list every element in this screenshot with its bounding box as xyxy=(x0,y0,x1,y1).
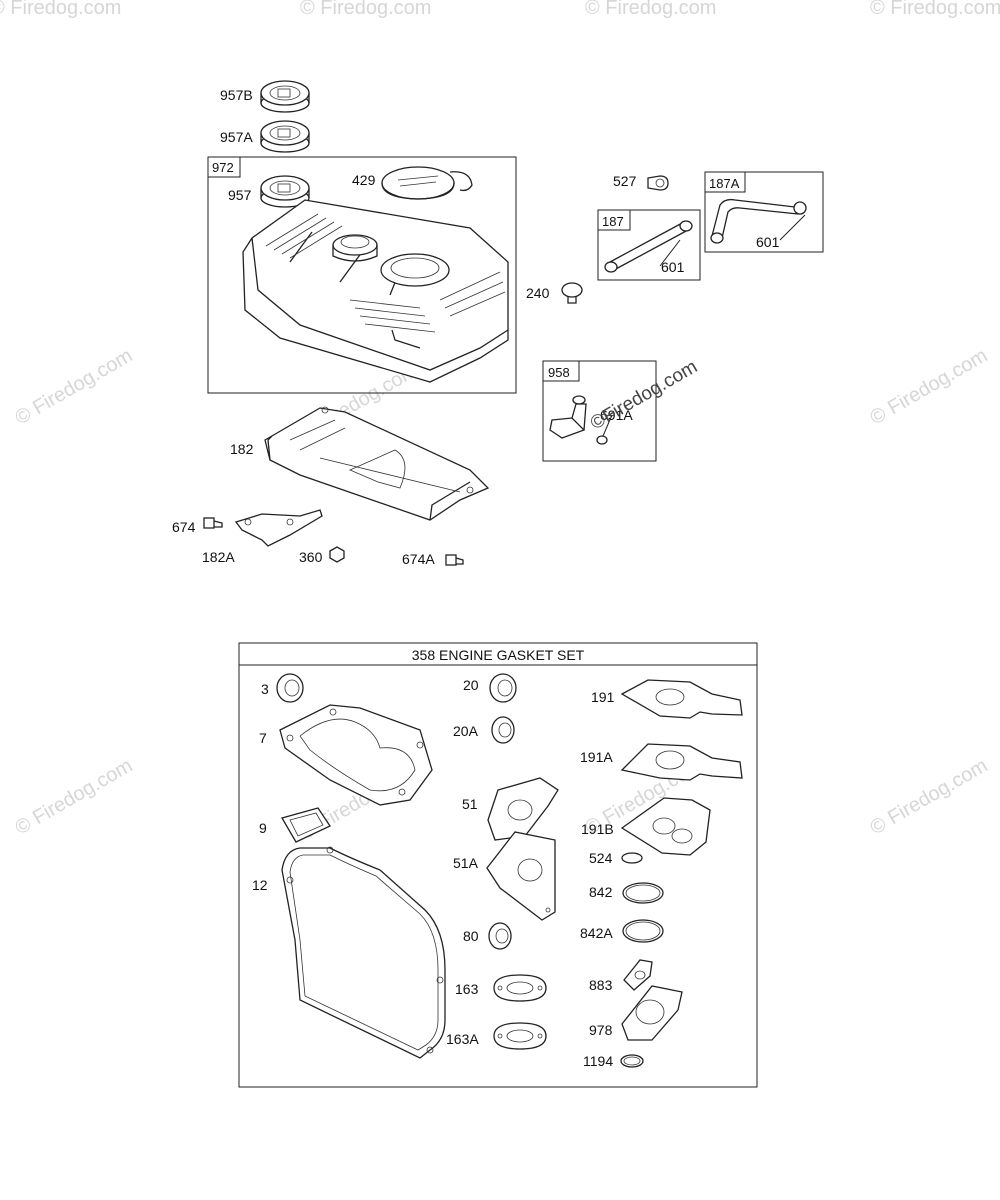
gasket-883 xyxy=(623,959,653,991)
label-191a: 191A xyxy=(580,749,613,765)
leader-601 xyxy=(779,214,806,241)
box-187a-label: 187A xyxy=(709,176,740,191)
label-182: 182 xyxy=(230,441,254,457)
watermark: © Firedog.com xyxy=(12,755,137,840)
label-51: 51 xyxy=(462,796,478,812)
crankcase-gasket-12 xyxy=(281,846,446,1059)
label-691a: 691A xyxy=(600,407,633,423)
label-883: 883 xyxy=(589,977,613,993)
label-674a: 674A xyxy=(402,551,435,567)
vent-240 xyxy=(561,282,583,304)
o-ring-1194 xyxy=(620,1054,644,1068)
bolt-674a xyxy=(445,554,464,566)
seal-20a xyxy=(491,716,515,744)
label-20: 20 xyxy=(463,677,479,693)
nut-360 xyxy=(329,546,345,563)
o-ring-524 xyxy=(621,852,643,864)
head-gasket-7 xyxy=(279,704,433,806)
gasket-51 xyxy=(487,777,559,841)
leader-691a xyxy=(602,414,613,437)
label-957b: 957B xyxy=(220,87,253,103)
label-957a: 957A xyxy=(220,129,253,145)
seal-3 xyxy=(276,673,304,703)
leader-601 xyxy=(659,239,681,267)
label-842a: 842A xyxy=(580,925,613,941)
fuel-cap-957b xyxy=(260,80,310,113)
label-601: 601 xyxy=(661,259,685,275)
box-958: 958 xyxy=(542,360,657,462)
watermark: © Firedog.com xyxy=(300,0,431,19)
o-ring-842 xyxy=(622,882,664,904)
tank-cap-429 xyxy=(381,166,473,200)
box-187a: 187A xyxy=(704,171,824,253)
label-191: 191 xyxy=(591,689,615,705)
watermark: © Firedog.com xyxy=(867,755,992,840)
fuel-line-187 xyxy=(604,220,693,273)
gasket-191 xyxy=(620,679,743,719)
bracket-182a xyxy=(234,509,323,547)
label-80: 80 xyxy=(463,928,479,944)
label-191b: 191B xyxy=(581,821,614,837)
label-842: 842 xyxy=(589,884,613,900)
label-20a: 20A xyxy=(453,723,479,739)
watermark: © Firedog.com xyxy=(585,0,716,19)
label-524: 524 xyxy=(589,850,613,866)
gasket-set-title: 358 ENGINE GASKET SET xyxy=(412,647,585,663)
box-187: 187 xyxy=(597,209,701,281)
fuel-tank xyxy=(242,199,509,383)
gasket-51a xyxy=(486,831,556,921)
bolt-674 xyxy=(203,517,223,529)
box-187-label: 187 xyxy=(602,214,624,229)
gasket-978 xyxy=(621,985,683,1041)
label-182a: 182A xyxy=(202,549,235,565)
label-978: 978 xyxy=(589,1022,613,1038)
fuel-cap-957 xyxy=(260,175,310,208)
box-972: 972 xyxy=(207,156,517,394)
gasket-191b xyxy=(620,797,711,856)
gasket-163a xyxy=(493,1022,547,1050)
seal-80 xyxy=(488,922,512,950)
o-ring-842a xyxy=(622,919,664,943)
label-163: 163 xyxy=(455,981,479,997)
label-240: 240 xyxy=(526,285,550,301)
box-958-label: 958 xyxy=(548,365,570,380)
watermark: © Firedog.com xyxy=(867,345,992,430)
label-3: 3 xyxy=(261,681,269,697)
seal-20 xyxy=(489,673,517,703)
tank-bracket-182 xyxy=(264,406,490,521)
box-972-label: 972 xyxy=(212,160,234,175)
shutoff-valve-958 xyxy=(549,395,608,445)
label-527: 527 xyxy=(613,173,637,189)
label-12: 12 xyxy=(252,877,268,893)
gasket-163 xyxy=(493,974,547,1002)
fuel-cap-957a xyxy=(260,120,310,153)
watermark-overlay: ©Firedog.com xyxy=(587,356,701,434)
label-163a: 163A xyxy=(446,1031,479,1047)
gasket-9 xyxy=(281,807,331,843)
label-360: 360 xyxy=(299,549,323,565)
watermark: © Firedog.com xyxy=(870,0,1000,19)
fuel-line-187a xyxy=(710,198,807,244)
label-957: 957 xyxy=(228,187,252,203)
label-51a: 51A xyxy=(453,855,479,871)
clamp-527 xyxy=(647,175,669,191)
label-429: 429 xyxy=(352,172,376,188)
label-7: 7 xyxy=(259,730,267,746)
gasket-set-frame: 358 ENGINE GASKET SET xyxy=(238,642,758,1088)
watermark: © Firedog.com xyxy=(12,345,137,430)
watermark: © Firedog.com xyxy=(0,0,121,19)
gasket-191a xyxy=(620,743,743,781)
label-601: 601 xyxy=(756,234,780,250)
label-674: 674 xyxy=(172,519,196,535)
label-1194: 1194 xyxy=(583,1053,613,1069)
label-9: 9 xyxy=(259,820,267,836)
